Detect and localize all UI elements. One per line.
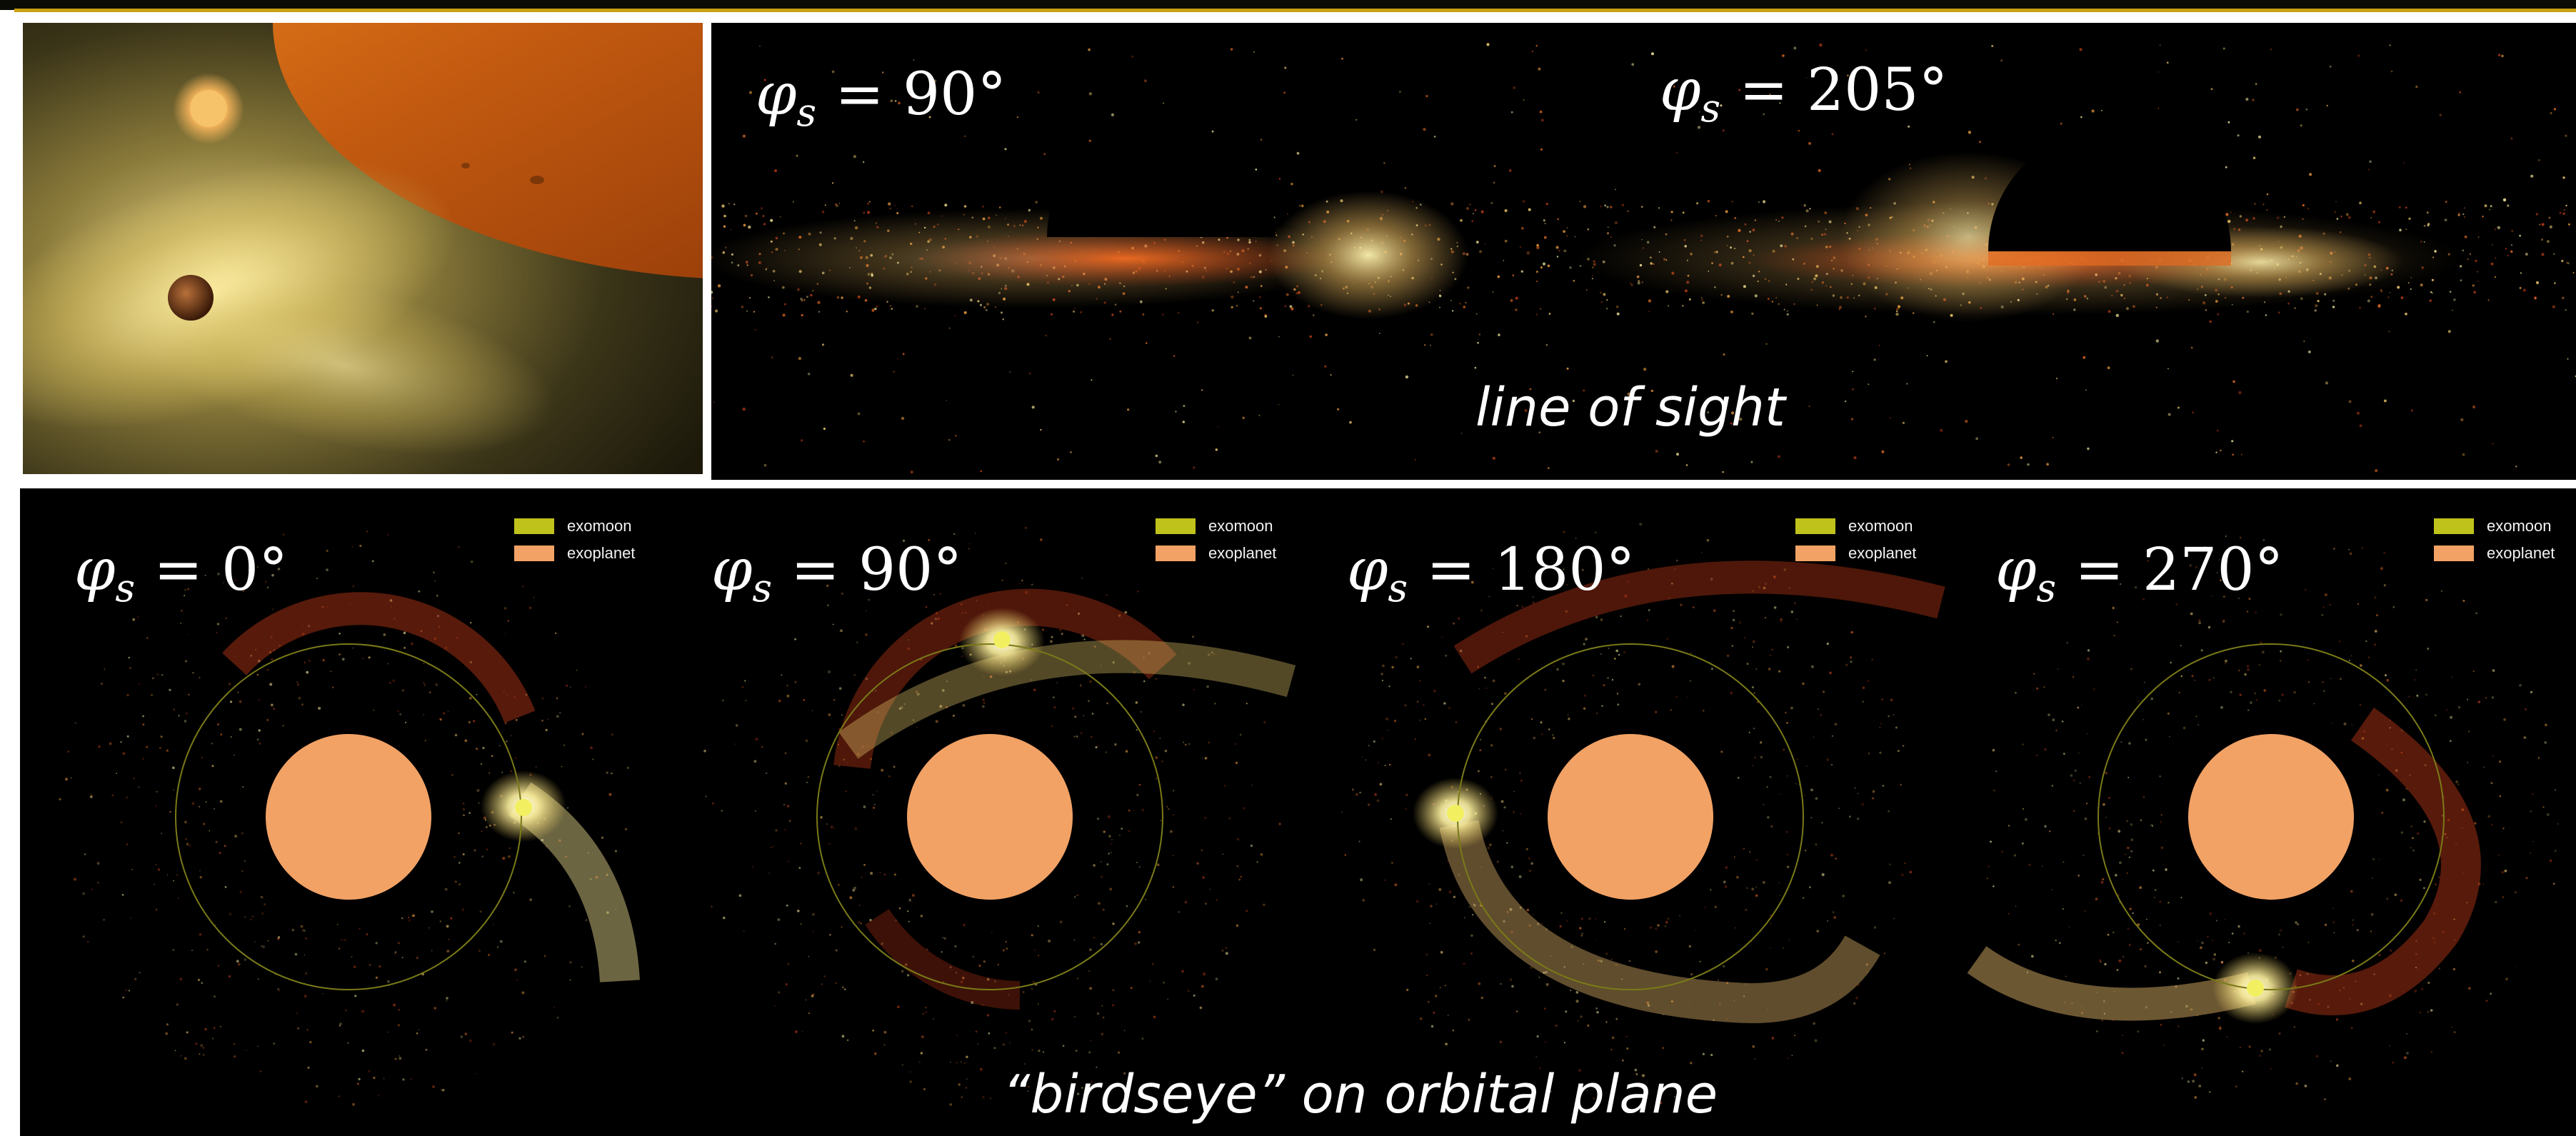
exomoon-dot-180 bbox=[1447, 805, 1464, 822]
legend-270: exomoon exoplanet bbox=[2434, 513, 2555, 567]
gas-giant bbox=[273, 23, 703, 278]
exomoon-swatch bbox=[1156, 518, 1196, 534]
exoplanet-disk-180 bbox=[1548, 734, 1713, 900]
legend-item-exoplanet: exoplanet bbox=[1795, 540, 1916, 567]
exomoon-swatch bbox=[2434, 518, 2474, 534]
legend-90: exomoon exoplanet bbox=[1156, 513, 1276, 567]
line-of-sight-caption: line of sight bbox=[1475, 377, 1785, 438]
legend-item-exomoon: exomoon bbox=[514, 513, 635, 540]
exoplanet-swatch bbox=[1795, 546, 1835, 561]
exoplanet-disk-0 bbox=[266, 734, 431, 900]
planet-silhouette-2 bbox=[1988, 130, 2231, 251]
legend-item-exomoon: exomoon bbox=[1156, 513, 1276, 540]
legend-180: exomoon exoplanet bbox=[1795, 513, 1916, 567]
legend-item-exomoon: exomoon bbox=[1795, 513, 1916, 540]
line-of-sight-plot bbox=[711, 43, 2576, 473]
birdseye-panel-0 bbox=[175, 592, 640, 990]
phi-label-los-205: φs = 205° bbox=[1660, 56, 1948, 131]
exoplanet-disk-90 bbox=[907, 734, 1073, 900]
birdseye-panel-90 bbox=[816, 588, 1296, 1010]
exomoon-swatch bbox=[1795, 518, 1835, 534]
exomoon-dot-0 bbox=[515, 799, 532, 816]
exomoon-art bbox=[168, 275, 214, 321]
legend-item-exoplanet: exoplanet bbox=[1156, 540, 1276, 567]
birdseye-panel-270 bbox=[1967, 643, 2481, 1024]
phi-label-bird-90: φs = 90° bbox=[711, 536, 963, 610]
orbit-ring-270 bbox=[2098, 643, 2445, 990]
top-border bbox=[0, 0, 2576, 10]
birdseye-caption: “birdseye” on orbital plane bbox=[1003, 1064, 1718, 1125]
birdseye-panel-180 bbox=[1413, 561, 1945, 1023]
exomoon-dot-270 bbox=[2247, 980, 2264, 997]
phi-label-bird-270: φs = 270° bbox=[1995, 536, 2284, 610]
phi-label-bird-0: φs = 0° bbox=[74, 536, 289, 610]
exoplanet-swatch bbox=[514, 546, 554, 561]
exoplanet-swatch bbox=[1156, 546, 1196, 561]
legend-item-exoplanet: exoplanet bbox=[2434, 540, 2555, 567]
phi-label-los-90: φs = 90° bbox=[756, 61, 1007, 135]
orbit-ring-0 bbox=[175, 643, 522, 990]
birdseye-row bbox=[20, 488, 2576, 1136]
exomoon-dot-90 bbox=[993, 631, 1011, 648]
exoplanet-disk-270 bbox=[2188, 734, 2354, 900]
phi-label-bird-180: φs = 180° bbox=[1347, 536, 1635, 610]
planet-silhouette bbox=[1047, 123, 1276, 237]
birdseye-plots bbox=[59, 523, 2559, 1106]
legend-item-exomoon: exomoon bbox=[2434, 513, 2555, 540]
legend-item-exoplanet: exoplanet bbox=[514, 540, 635, 567]
top-gold-rule bbox=[14, 9, 2576, 12]
exoplanet-swatch bbox=[2434, 546, 2474, 561]
exomoon-swatch bbox=[514, 518, 554, 534]
orbit-ring-90 bbox=[816, 643, 1163, 990]
illustration-art bbox=[23, 23, 703, 474]
legend-0: exomoon exoplanet bbox=[514, 513, 635, 567]
artist-illustration bbox=[23, 23, 703, 474]
line-of-sight-panel bbox=[711, 23, 2576, 480]
